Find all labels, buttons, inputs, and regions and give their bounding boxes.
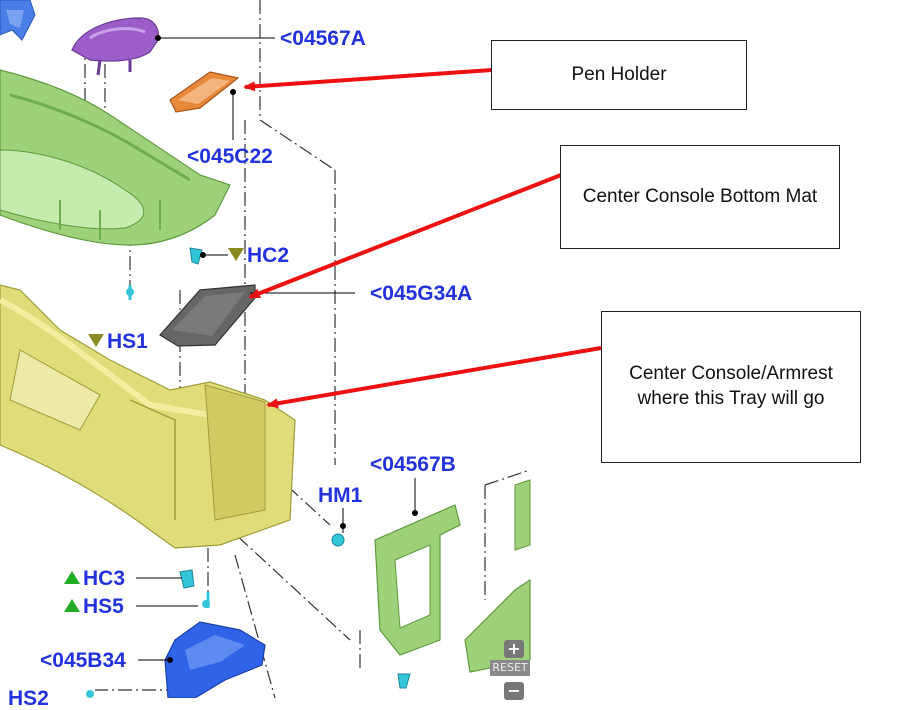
zoom-controls: + RESET −	[490, 636, 530, 700]
fastener-hm1	[331, 508, 346, 547]
callout-pen-holder: Pen Holder	[491, 40, 747, 110]
callout-bottom-mat: Center Console Bottom Mat	[560, 145, 840, 249]
label-hs1[interactable]: HS1	[88, 331, 148, 352]
assembly-lines	[84, 0, 531, 698]
label-045C22[interactable]: <045C22	[187, 145, 273, 168]
triangle-up-icon	[64, 571, 80, 584]
arrow-bottom-mat	[248, 173, 562, 299]
part-045G34A-bottom-mat	[159, 284, 256, 347]
zoom-out-icon[interactable]: −	[504, 682, 524, 700]
callout-bottom-mat-text: Center Console Bottom Mat	[582, 185, 818, 207]
label-hs5[interactable]: HS5	[64, 596, 124, 617]
blue-bracket-part	[0, 0, 36, 41]
leader-dot	[167, 657, 173, 663]
label-hs2[interactable]: HS2	[8, 687, 49, 710]
label-045B34[interactable]: <045B34	[40, 649, 126, 672]
label-hc2-text: HC2	[247, 244, 290, 267]
label-04567A[interactable]: <04567A	[280, 27, 366, 50]
label-hc2[interactable]: HC2	[228, 245, 289, 266]
leader-dot	[412, 510, 418, 516]
label-045G34A[interactable]: <045G34A	[370, 282, 473, 305]
triangle-down-icon	[228, 248, 244, 261]
part-045C22-pen-holder	[169, 71, 240, 113]
leader-dot	[155, 35, 161, 41]
callout-armrest-line2: where this Tray will go	[637, 388, 825, 409]
fastener-hs2	[86, 690, 94, 698]
triangle-down-icon	[88, 334, 104, 347]
upper-console-green	[0, 69, 231, 246]
part-045B34-blue-bracket	[164, 621, 266, 698]
label-hc3[interactable]: HC3	[64, 568, 125, 589]
label-hs1-text: HS1	[107, 330, 148, 353]
label-hs5-text: HS5	[83, 595, 124, 618]
label-04567B[interactable]: <04567B	[370, 453, 456, 476]
part-04567A-purple	[71, 17, 160, 76]
label-hm1[interactable]: HM1	[318, 484, 363, 507]
label-hc3-text: HC3	[83, 567, 126, 590]
fastener-hs5	[136, 592, 210, 608]
triangle-up-icon	[64, 599, 80, 612]
zoom-in-icon[interactable]: +	[504, 640, 524, 658]
callout-armrest-line1: Center Console/Armrest	[629, 363, 833, 385]
fastener-hc2	[189, 247, 228, 265]
annotation-arrows	[243, 68, 602, 409]
callout-armrest: Center Console/Armrest where this Tray w…	[601, 311, 861, 463]
fastener-hs1	[126, 285, 134, 300]
center-console-yellow	[0, 284, 296, 549]
callout-pen-holder-text: Pen Holder	[571, 63, 667, 85]
arrow-pen-holder	[243, 68, 493, 92]
fastener-bottom-clip	[397, 673, 411, 689]
leader-dot	[230, 89, 236, 95]
reset-view-button[interactable]: RESET	[490, 660, 530, 676]
arrow-armrest	[266, 346, 602, 409]
fastener-hc3	[136, 569, 195, 589]
